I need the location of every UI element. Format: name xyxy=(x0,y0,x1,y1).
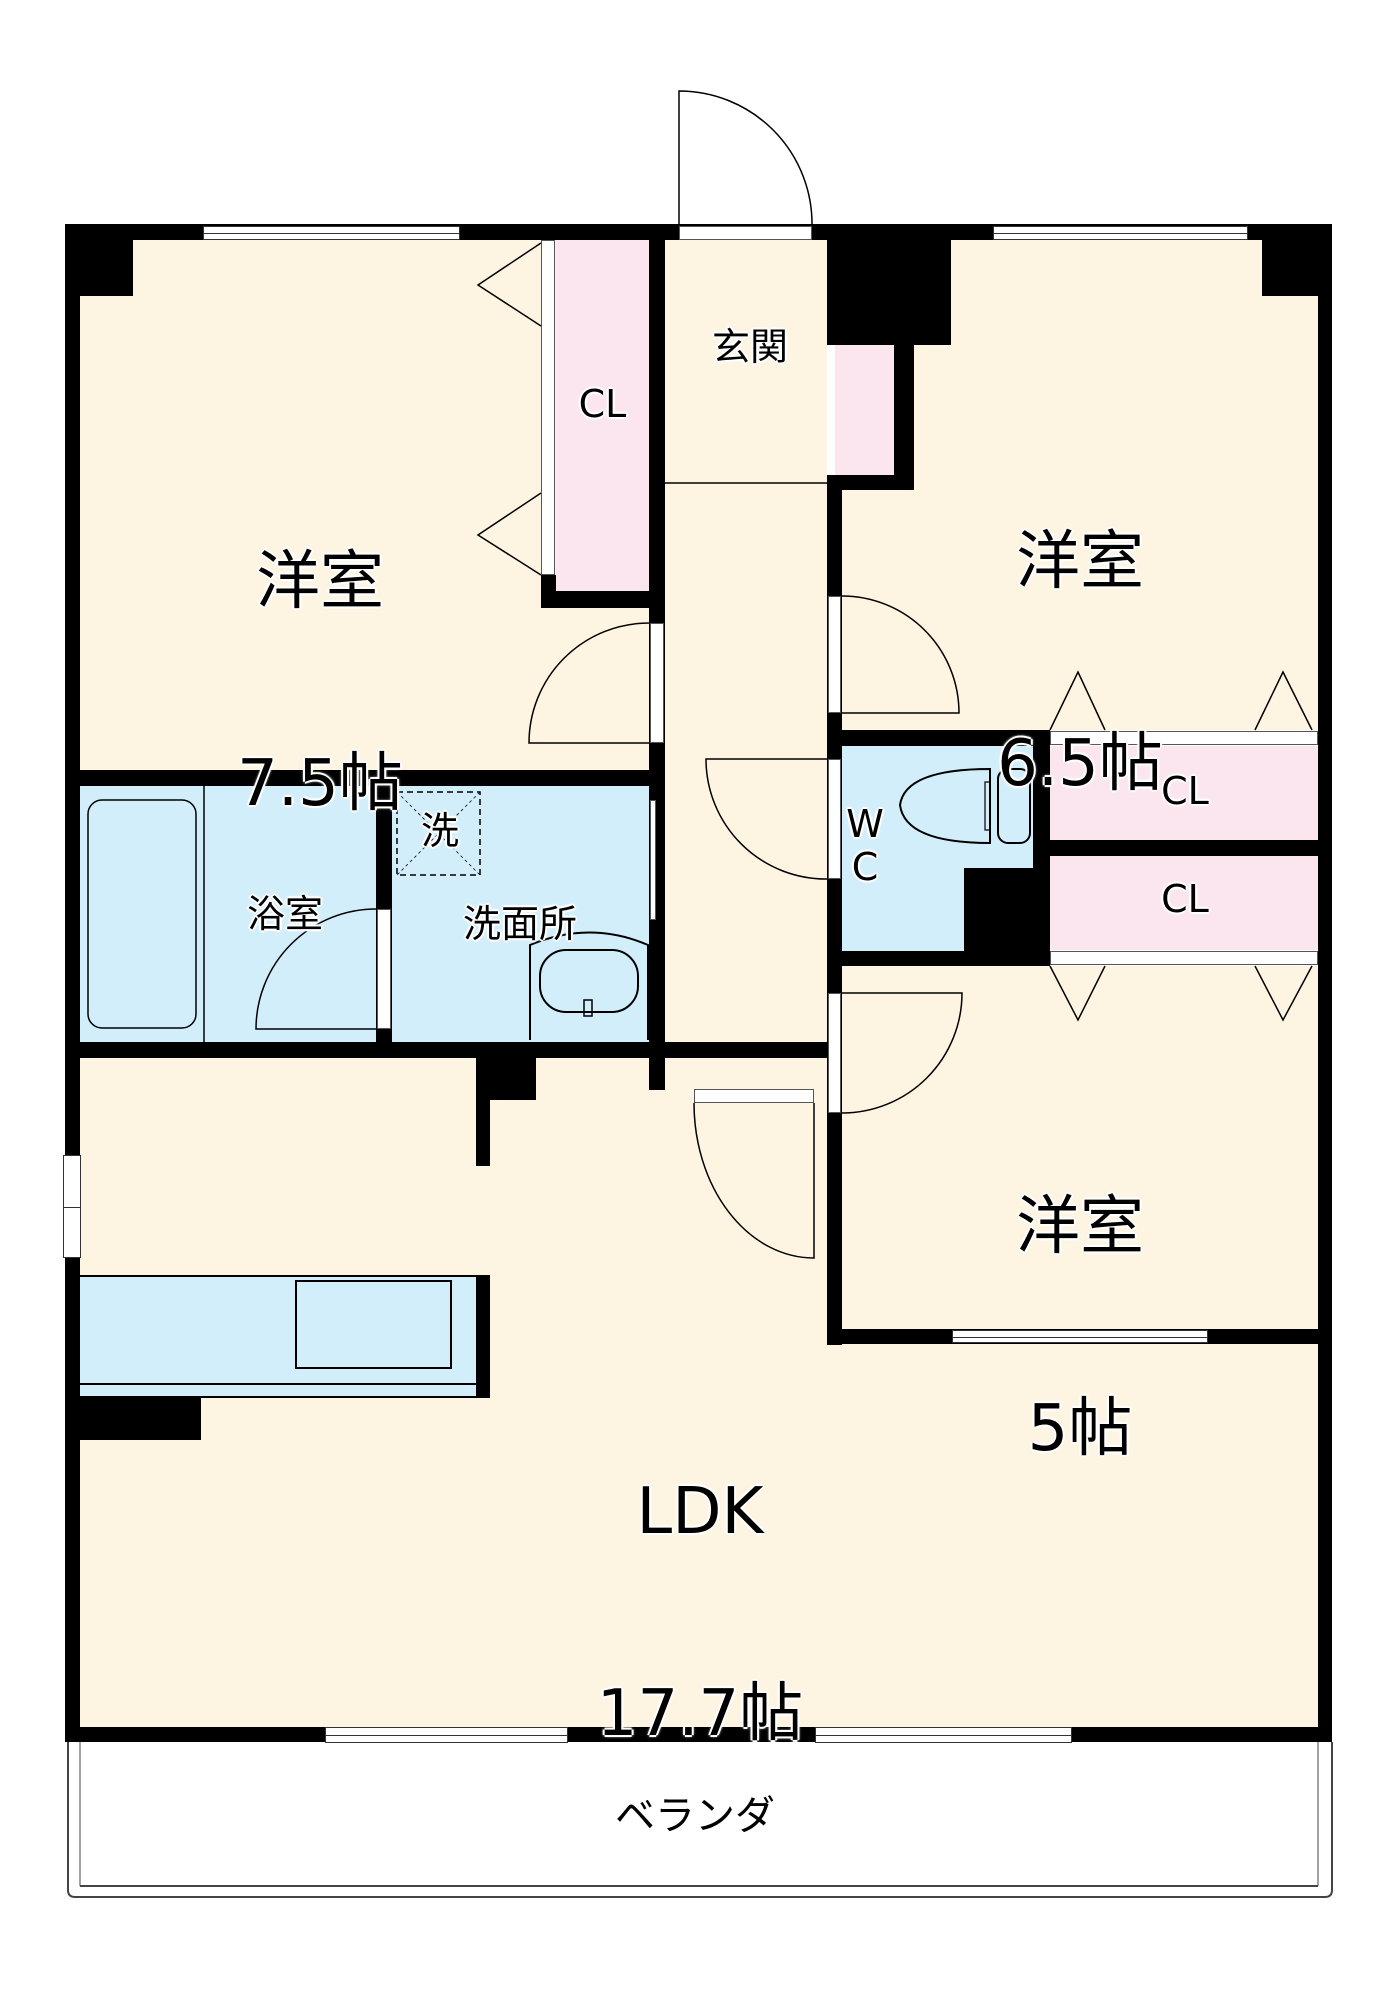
wall-closet-7-5-left-bottom xyxy=(541,575,556,608)
closet-bifold-7-5-top xyxy=(476,242,542,327)
bathtub xyxy=(87,799,197,1029)
closet-6-5-door-strip[interactable] xyxy=(1050,731,1318,745)
closet-room-7-5 xyxy=(556,240,649,591)
washroom-floor xyxy=(392,786,649,1042)
entrance-door-swing xyxy=(678,90,813,227)
entrance-door-opening[interactable] xyxy=(679,226,812,240)
room-size: 5帖 xyxy=(1027,1391,1133,1466)
outer-wall-left xyxy=(65,224,80,1742)
closet-bifold-5-left xyxy=(1049,965,1106,1022)
outer-wall-right xyxy=(1318,224,1332,1742)
closet-bifold-7-5-bottom xyxy=(476,492,542,576)
wall-closet-divider xyxy=(1050,840,1322,856)
door-ldk-swing xyxy=(693,1102,815,1259)
toilet-bowl xyxy=(898,767,991,845)
window-room-5 xyxy=(952,1330,1208,1343)
pillar-shoe-closet xyxy=(894,330,914,490)
door-room-6-5-opening[interactable] xyxy=(828,596,841,713)
window-ldk-1 xyxy=(325,1727,568,1743)
wall-bath-bottom xyxy=(65,1042,485,1058)
washroom-sliding-door[interactable] xyxy=(650,800,656,920)
room-name: LDK xyxy=(636,1475,764,1550)
veranda-outline xyxy=(67,1742,1333,1898)
label-closet-5: CL xyxy=(1161,877,1209,921)
label-bathroom: 浴室 xyxy=(246,892,323,936)
kitchen-counter xyxy=(80,1275,484,1398)
door-bathroom-opening[interactable] xyxy=(377,909,391,1029)
wash-basin xyxy=(529,931,649,1040)
room-label-western-6-5: 洋室 6.5帖 xyxy=(980,395,1180,865)
wall-washroom-bottom xyxy=(470,1042,840,1058)
pillar-top-right xyxy=(1262,224,1332,296)
closet-bifold-5-right xyxy=(1254,965,1313,1022)
window-room-7-5 xyxy=(203,226,460,240)
room-name: 洋室 xyxy=(1016,1190,1144,1265)
wall-toilet-bottom xyxy=(827,951,1050,966)
pillar-entrance xyxy=(827,224,951,345)
closet-room-5 xyxy=(1050,856,1322,950)
door-7-5-swing xyxy=(528,622,650,744)
room-name: 洋室 xyxy=(256,545,384,620)
room-name: 洋室 xyxy=(1016,525,1144,600)
label-washer: 洗 xyxy=(420,809,459,853)
room-size: 7.5帖 xyxy=(237,746,403,821)
pillar-top-left xyxy=(65,224,133,296)
window-ldk-2 xyxy=(815,1727,1072,1743)
room-label-western-7-5: 洋室 7.5帖 xyxy=(220,415,420,885)
door-6-5-swing xyxy=(841,595,960,714)
door-ldk-opening[interactable] xyxy=(694,1089,814,1103)
label-closet-7-5: CL xyxy=(578,382,627,426)
wall-washroom-corner xyxy=(476,1042,536,1100)
toilet-tank xyxy=(997,768,1031,844)
room-size: 17.7帖 xyxy=(596,1676,804,1751)
shoe-closet-entrance xyxy=(835,345,894,475)
label-closet-6-5: CL xyxy=(1161,769,1209,813)
wall-closet-7-5-bottom xyxy=(541,591,665,608)
door-room-5-opening[interactable] xyxy=(828,993,841,1113)
room-label-western-5: 洋室 5帖 xyxy=(980,1060,1180,1530)
wall-kitchen-end xyxy=(476,1275,490,1398)
closet-bifold-6-5-left xyxy=(1049,670,1106,731)
label-washroom: 洗面所 xyxy=(462,902,577,946)
wall-room-7-5-bottom xyxy=(65,770,665,786)
closet-room-6-5 xyxy=(1050,746,1322,840)
label-veranda: ベランダ xyxy=(615,1793,775,1839)
bathroom-floor xyxy=(80,786,376,1042)
label-entrance: 玄関 xyxy=(711,325,788,369)
pillar-ldk-left xyxy=(65,1398,201,1440)
room-label-ldk: LDK 17.7帖 xyxy=(570,1345,830,1815)
label-toilet-c: C xyxy=(851,845,879,889)
door-room-7-5-opening[interactable] xyxy=(650,623,664,743)
door-5-swing xyxy=(841,992,963,1114)
door-bath-swing xyxy=(255,908,377,1030)
room-western-7-5-floor xyxy=(80,240,650,770)
kitchen-sink xyxy=(295,1280,452,1369)
entrance-hall-floor xyxy=(665,240,827,1090)
window-room-6-5 xyxy=(993,226,1248,240)
window-ldk-left xyxy=(63,1155,81,1258)
wall-toilet-top xyxy=(827,730,1050,746)
room-size: 6.5帖 xyxy=(997,726,1163,801)
washer-space xyxy=(396,791,481,876)
label-toilet-w: W xyxy=(846,802,884,846)
wall-shoe-closet-bottom xyxy=(827,475,914,490)
closet-5-door-strip[interactable] xyxy=(1050,951,1318,965)
door-toilet-opening[interactable] xyxy=(828,759,841,879)
door-toilet-swing xyxy=(705,758,828,880)
pillar-toilet xyxy=(964,868,1050,966)
closet-7-5-door-strip[interactable] xyxy=(541,240,555,575)
closet-bifold-6-5-right xyxy=(1254,670,1313,731)
